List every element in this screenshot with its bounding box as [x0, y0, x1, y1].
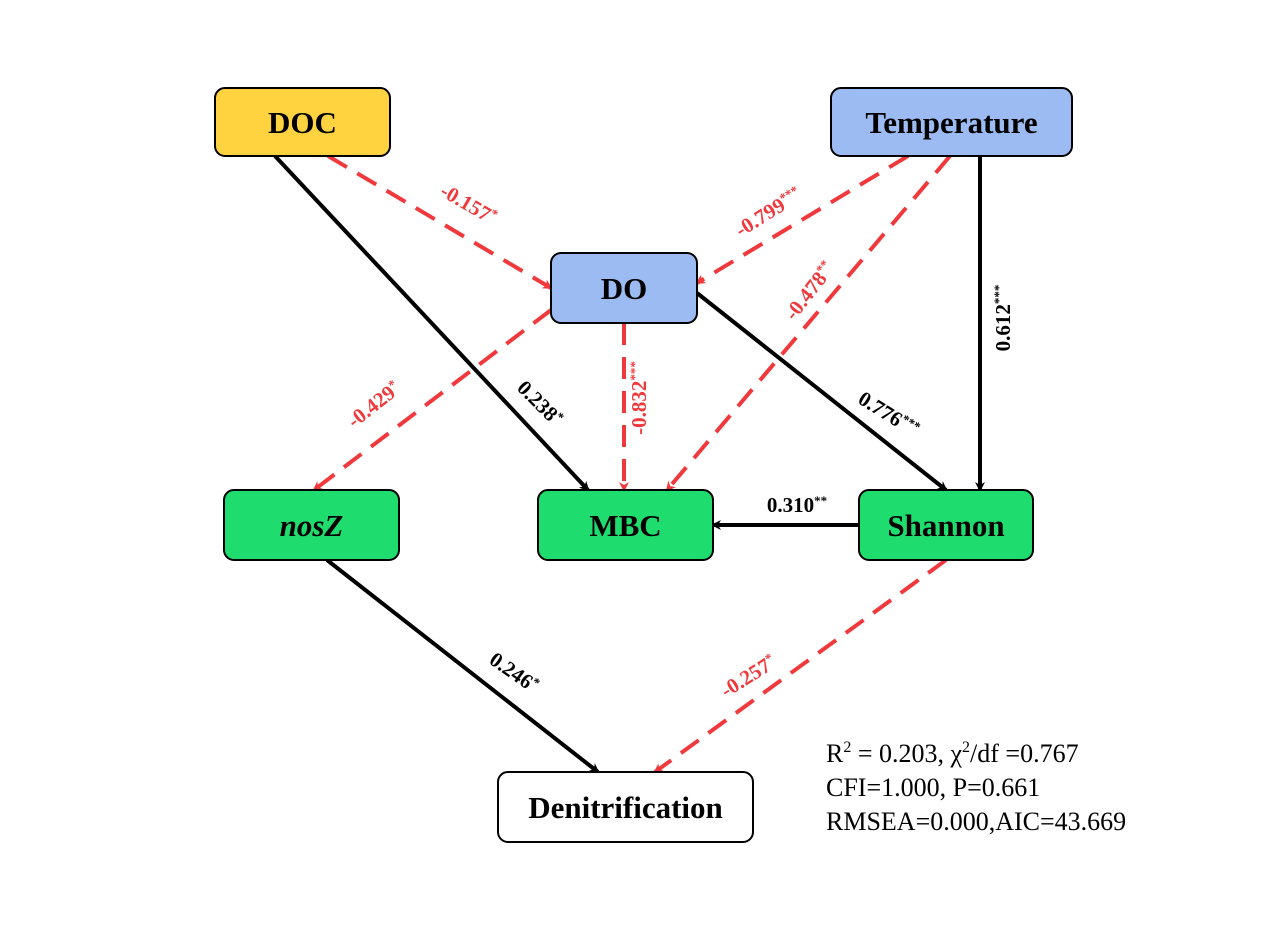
path-coefficient-doc-mbc: 0.238*	[512, 376, 567, 431]
model-fit-stats: R2 = 0.203, χ2/df =0.767 CFI=1.000, P=0.…	[826, 739, 1126, 836]
path-arrow-do-nosz	[312, 308, 553, 492]
node-box-mbc	[537, 489, 714, 561]
path-coefficient-temp-do: -0.799***	[731, 182, 806, 241]
node-label-mbc: MBC	[589, 508, 661, 543]
fit-stats-line-2: CFI=1.000, P=0.661	[826, 773, 1040, 802]
node-label-temperature: Temperature	[865, 105, 1037, 140]
node-nosz: nosZ	[223, 489, 400, 561]
path-coefficient-do-shannon: 0.776***	[854, 386, 923, 442]
edges-layer	[273, 154, 985, 774]
path-arrow-temp-do	[695, 154, 910, 285]
fit-stats-line-1: R2 = 0.203, χ2/df =0.767	[826, 739, 1079, 768]
path-coefficient-temp-mbc: -0.478**	[779, 257, 839, 325]
node-label-denitrification: Denitrification	[528, 790, 723, 825]
node-label-nosz: nosZ	[280, 508, 344, 543]
path-arrow-doc-mbc	[273, 154, 590, 492]
node-label-do: DO	[601, 271, 648, 306]
path-arrow-nosz-denit	[325, 558, 600, 774]
node-box-doc	[214, 87, 391, 157]
node-denitrification: Denitrification	[497, 771, 754, 843]
path-coefficient-do-nosz: -0.429*	[342, 376, 405, 432]
path-coefficient-shannon-mbc: 0.310**	[767, 493, 827, 517]
node-box-denitrification	[497, 771, 754, 843]
node-doc: DOC	[214, 87, 391, 157]
node-box-temperature	[830, 87, 1073, 157]
path-arrow-do-shannon	[695, 291, 948, 492]
node-label-doc: DOC	[268, 105, 337, 140]
path-arrow-doc-do	[326, 154, 553, 290]
node-temperature: Temperature	[830, 87, 1073, 157]
path-coefficient-doc-do: -0.157*	[436, 178, 501, 229]
node-label-shannon: Shannon	[887, 508, 1004, 543]
path-arrow-temp-mbc	[665, 154, 952, 492]
node-mbc: MBC	[537, 489, 714, 561]
path-coefficient-do-mbc: -0.832***	[627, 361, 651, 435]
path-coefficient-temp-shannon: 0.612***	[991, 285, 1015, 352]
path-coefficient-shannon-denit: -0.257*	[716, 650, 780, 703]
node-shannon: Shannon	[858, 489, 1034, 561]
node-do: DO	[550, 252, 698, 324]
fit-stats-line-3: RMSEA=0.000,AIC=43.669	[826, 807, 1126, 836]
node-box-do	[550, 252, 698, 324]
node-box-nosz	[223, 489, 400, 561]
node-box-shannon	[858, 489, 1034, 561]
path-arrow-shannon-denit	[653, 558, 948, 774]
